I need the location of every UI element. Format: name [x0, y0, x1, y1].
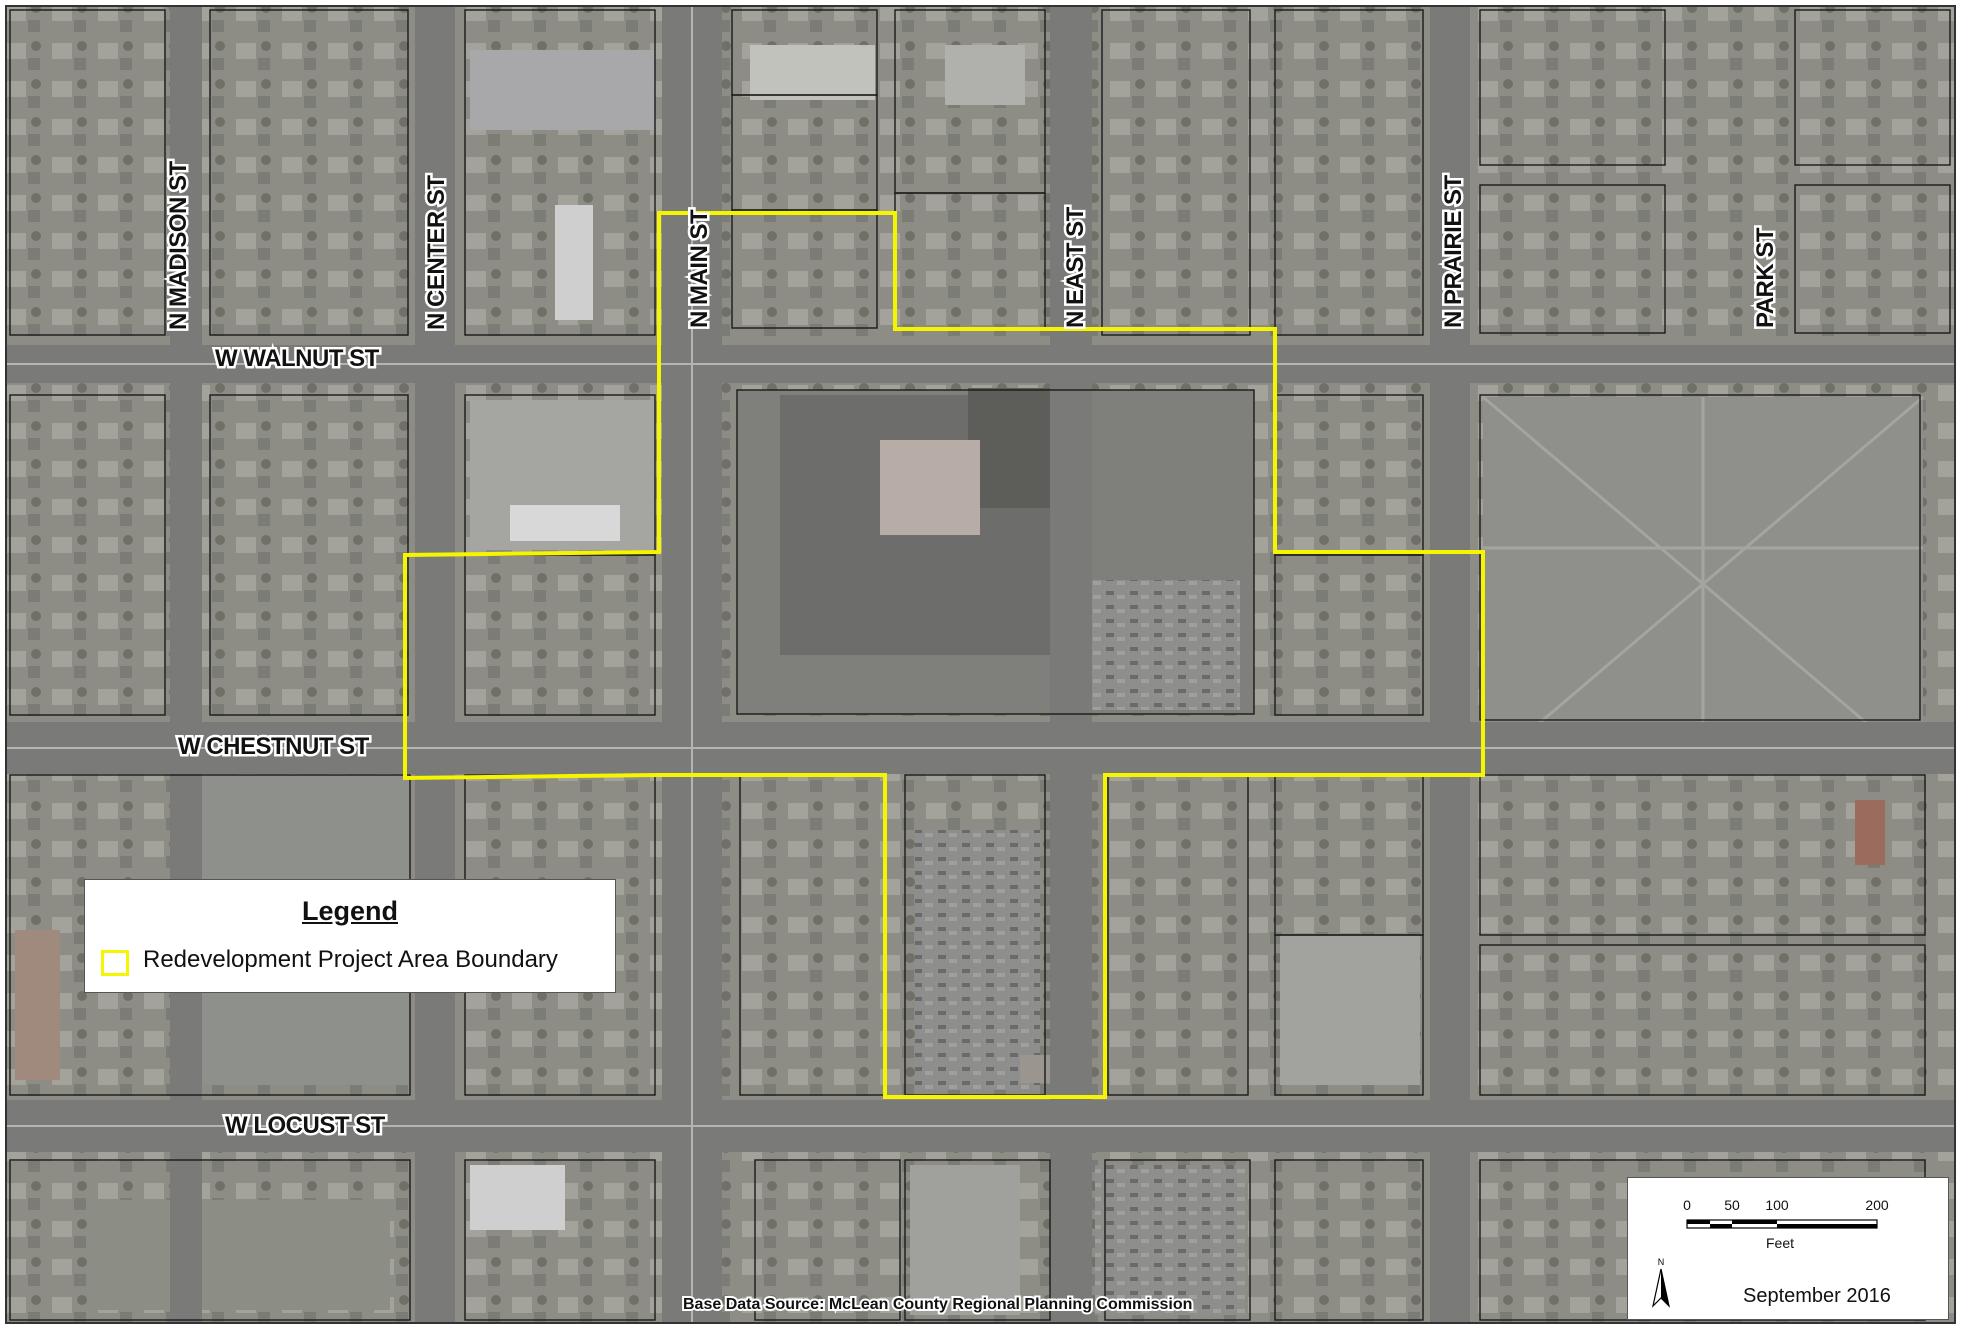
north-arrow: N: [1642, 1256, 1680, 1312]
street-label-n-main: N MAIN ST: [686, 209, 713, 328]
legend-swatch-boundary: [101, 950, 129, 976]
map-date: September 2016: [1743, 1285, 1891, 1307]
street-labels: N MADISON ST N CENTER ST N MAIN ST N EAS…: [163, 158, 1782, 1315]
street-label-n-madison: N MADISON ST: [165, 160, 192, 330]
scale-tick-50: 50: [1724, 1197, 1740, 1213]
legend: Legend Redevelopment Project Area Bounda…: [84, 879, 616, 993]
data-source-label: Base Data Source: McLean County Regional…: [683, 1296, 1192, 1313]
street-label-w-walnut: W WALNUT ST: [215, 345, 380, 372]
scale-and-date-box: 0 50 100 200 Feet N September 2016: [1627, 1177, 1949, 1320]
scale-tick-100: 100: [1765, 1197, 1789, 1213]
street-label-n-east: N EAST ST: [1062, 206, 1089, 328]
scale-tick-0: 0: [1683, 1197, 1691, 1213]
street-label-n-center: N CENTER ST: [423, 175, 450, 330]
street-label-w-chestnut: W CHESTNUT ST: [178, 733, 370, 760]
street-label-w-locust: W LOCUST ST: [225, 1112, 386, 1139]
street-label-park: PARK ST: [1752, 227, 1779, 328]
street-label-n-prairie: N PRAIRIE ST: [1440, 174, 1467, 328]
north-arrow-icon: N: [1651, 1257, 1671, 1308]
redevelopment-boundary: [403, 211, 1485, 1099]
legend-title: Legend: [301, 896, 398, 926]
scale-unit: Feet: [1766, 1235, 1795, 1251]
scale-tick-200: 200: [1865, 1197, 1889, 1213]
north-label: N: [1658, 1257, 1665, 1267]
scale-bar: [1686, 1219, 1878, 1229]
legend-label-boundary: Redevelopment Project Area Boundary: [143, 946, 558, 973]
